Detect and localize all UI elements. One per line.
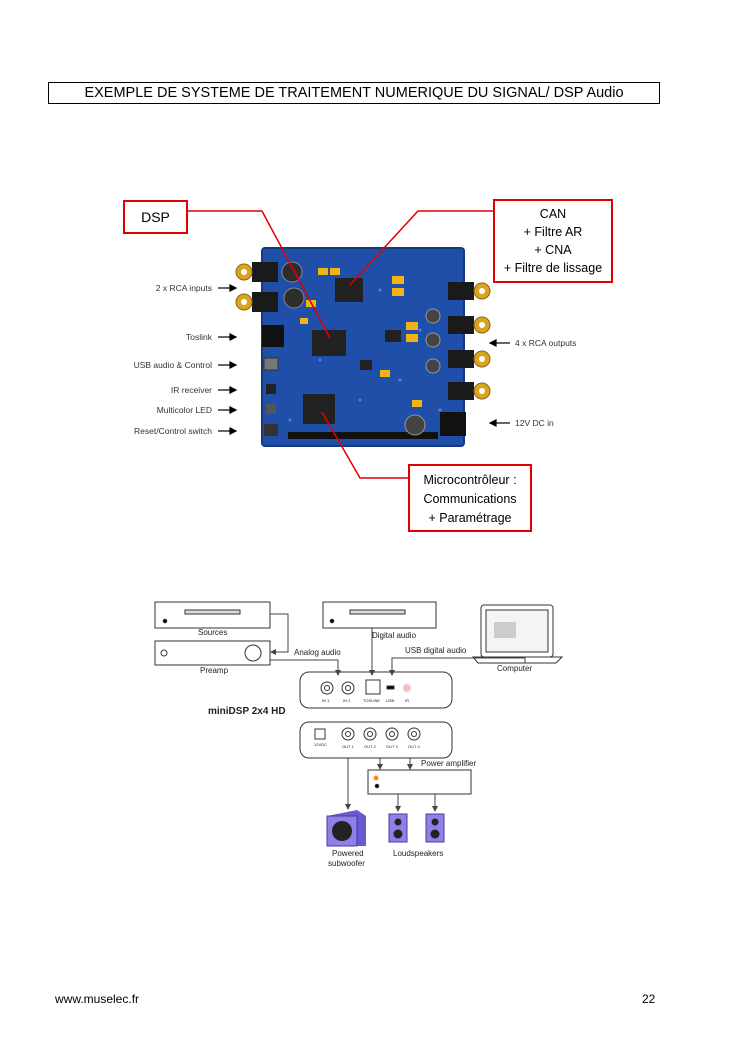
label-toslink: Toslink bbox=[186, 332, 212, 342]
computer-label: Computer bbox=[497, 664, 533, 673]
dsp-chip bbox=[312, 330, 346, 356]
loudspeakers-icon bbox=[388, 813, 445, 843]
label-reset-switch: Reset/Control switch bbox=[134, 426, 212, 436]
port-ir: IR bbox=[405, 698, 409, 703]
analog-audio-label: Analog audio bbox=[294, 648, 341, 657]
microcontroller-chip bbox=[303, 394, 335, 424]
converter-line-4: + Filtre de lissage bbox=[503, 261, 603, 275]
port-out3: OUT 3 bbox=[386, 744, 398, 749]
converter-line-3: + CNA bbox=[534, 243, 572, 257]
rca-output-connectors bbox=[448, 282, 491, 400]
label-rca-inputs: 2 x RCA inputs bbox=[155, 283, 212, 293]
preamp-device bbox=[154, 640, 271, 666]
board-photo bbox=[188, 210, 510, 479]
callout-lines bbox=[188, 210, 493, 479]
sources-device bbox=[154, 601, 271, 629]
usb-digital-audio-label: USB digital audio bbox=[405, 646, 467, 655]
label-ir-receiver: IR receiver bbox=[170, 385, 212, 395]
connection-lines bbox=[270, 613, 526, 810]
subwoofer-label-line-2: subwoofer bbox=[328, 859, 365, 868]
label-dc-in: 12V DC in bbox=[515, 418, 554, 428]
port-usb: USB bbox=[386, 698, 395, 703]
page-number: 22 bbox=[642, 992, 656, 1006]
port-out2: OUT 2 bbox=[364, 744, 376, 749]
converter-chip bbox=[335, 278, 363, 302]
usb-connector bbox=[263, 357, 279, 371]
pcb-board bbox=[261, 247, 465, 447]
footer-url: www.muselec.fr bbox=[55, 992, 140, 1006]
subwoofer-label-line-1: Powered bbox=[332, 849, 364, 858]
dsp-callout-text: DSP bbox=[141, 209, 170, 225]
multicolor-led bbox=[266, 404, 276, 414]
label-multicolor-led: Multicolor LED bbox=[156, 405, 212, 415]
power-amplifier-device bbox=[367, 769, 472, 795]
loudspeakers-label: Loudspeakers bbox=[393, 849, 444, 858]
dc-jack bbox=[440, 412, 466, 436]
microcontroller-line-1: Microcontrôleur : bbox=[423, 473, 517, 487]
digital-audio-label: Digital audio bbox=[372, 631, 417, 640]
port-12vdc: 12VDC bbox=[314, 742, 327, 747]
connection-arrowheads bbox=[270, 649, 438, 812]
port-toslink: TOSLINK bbox=[363, 698, 381, 703]
ir-receiver bbox=[266, 384, 276, 394]
port-out1: OUT 1 bbox=[342, 744, 354, 749]
sources-label: Sources bbox=[198, 628, 228, 637]
reset-switch bbox=[264, 424, 278, 436]
dsp-callout: DSP bbox=[123, 200, 188, 234]
converter-line-2: + Filtre AR bbox=[523, 225, 583, 239]
port-in2: IN 2 bbox=[343, 698, 351, 703]
preamp-label: Preamp bbox=[200, 666, 229, 675]
microcontroller-line-3: + Paramétrage bbox=[428, 511, 512, 525]
port-out4: OUT 4 bbox=[408, 744, 420, 749]
power-amplifier-label: Power amplifier bbox=[421, 759, 477, 768]
computer-laptop bbox=[480, 604, 554, 658]
page-title: EXEMPLE DE SYSTEME DE TRAITEMENT NUMERIQ… bbox=[48, 82, 660, 104]
label-usb-audio: USB audio & Control bbox=[133, 360, 212, 370]
label-arrows bbox=[218, 284, 510, 435]
toslink-connector bbox=[262, 325, 284, 347]
label-rca-outputs: 4 x RCA outputs bbox=[515, 338, 577, 348]
minidsp-device-name: miniDSP 2x4 HD bbox=[208, 706, 286, 717]
port-in1: IN 1 bbox=[322, 698, 330, 703]
minidsp-rear-panel bbox=[299, 721, 453, 759]
microcontroller-line-2: Communications bbox=[423, 492, 517, 506]
microcontroller-callout: Microcontrôleur : Communications + Param… bbox=[408, 464, 532, 532]
converter-callout: CAN + Filtre AR + CNA + Filtre de lissag… bbox=[493, 199, 613, 283]
subwoofer-icon bbox=[326, 810, 366, 847]
rca-input-connectors bbox=[235, 262, 278, 312]
digital-source-device bbox=[322, 601, 437, 629]
converter-line-1: CAN bbox=[539, 207, 567, 221]
